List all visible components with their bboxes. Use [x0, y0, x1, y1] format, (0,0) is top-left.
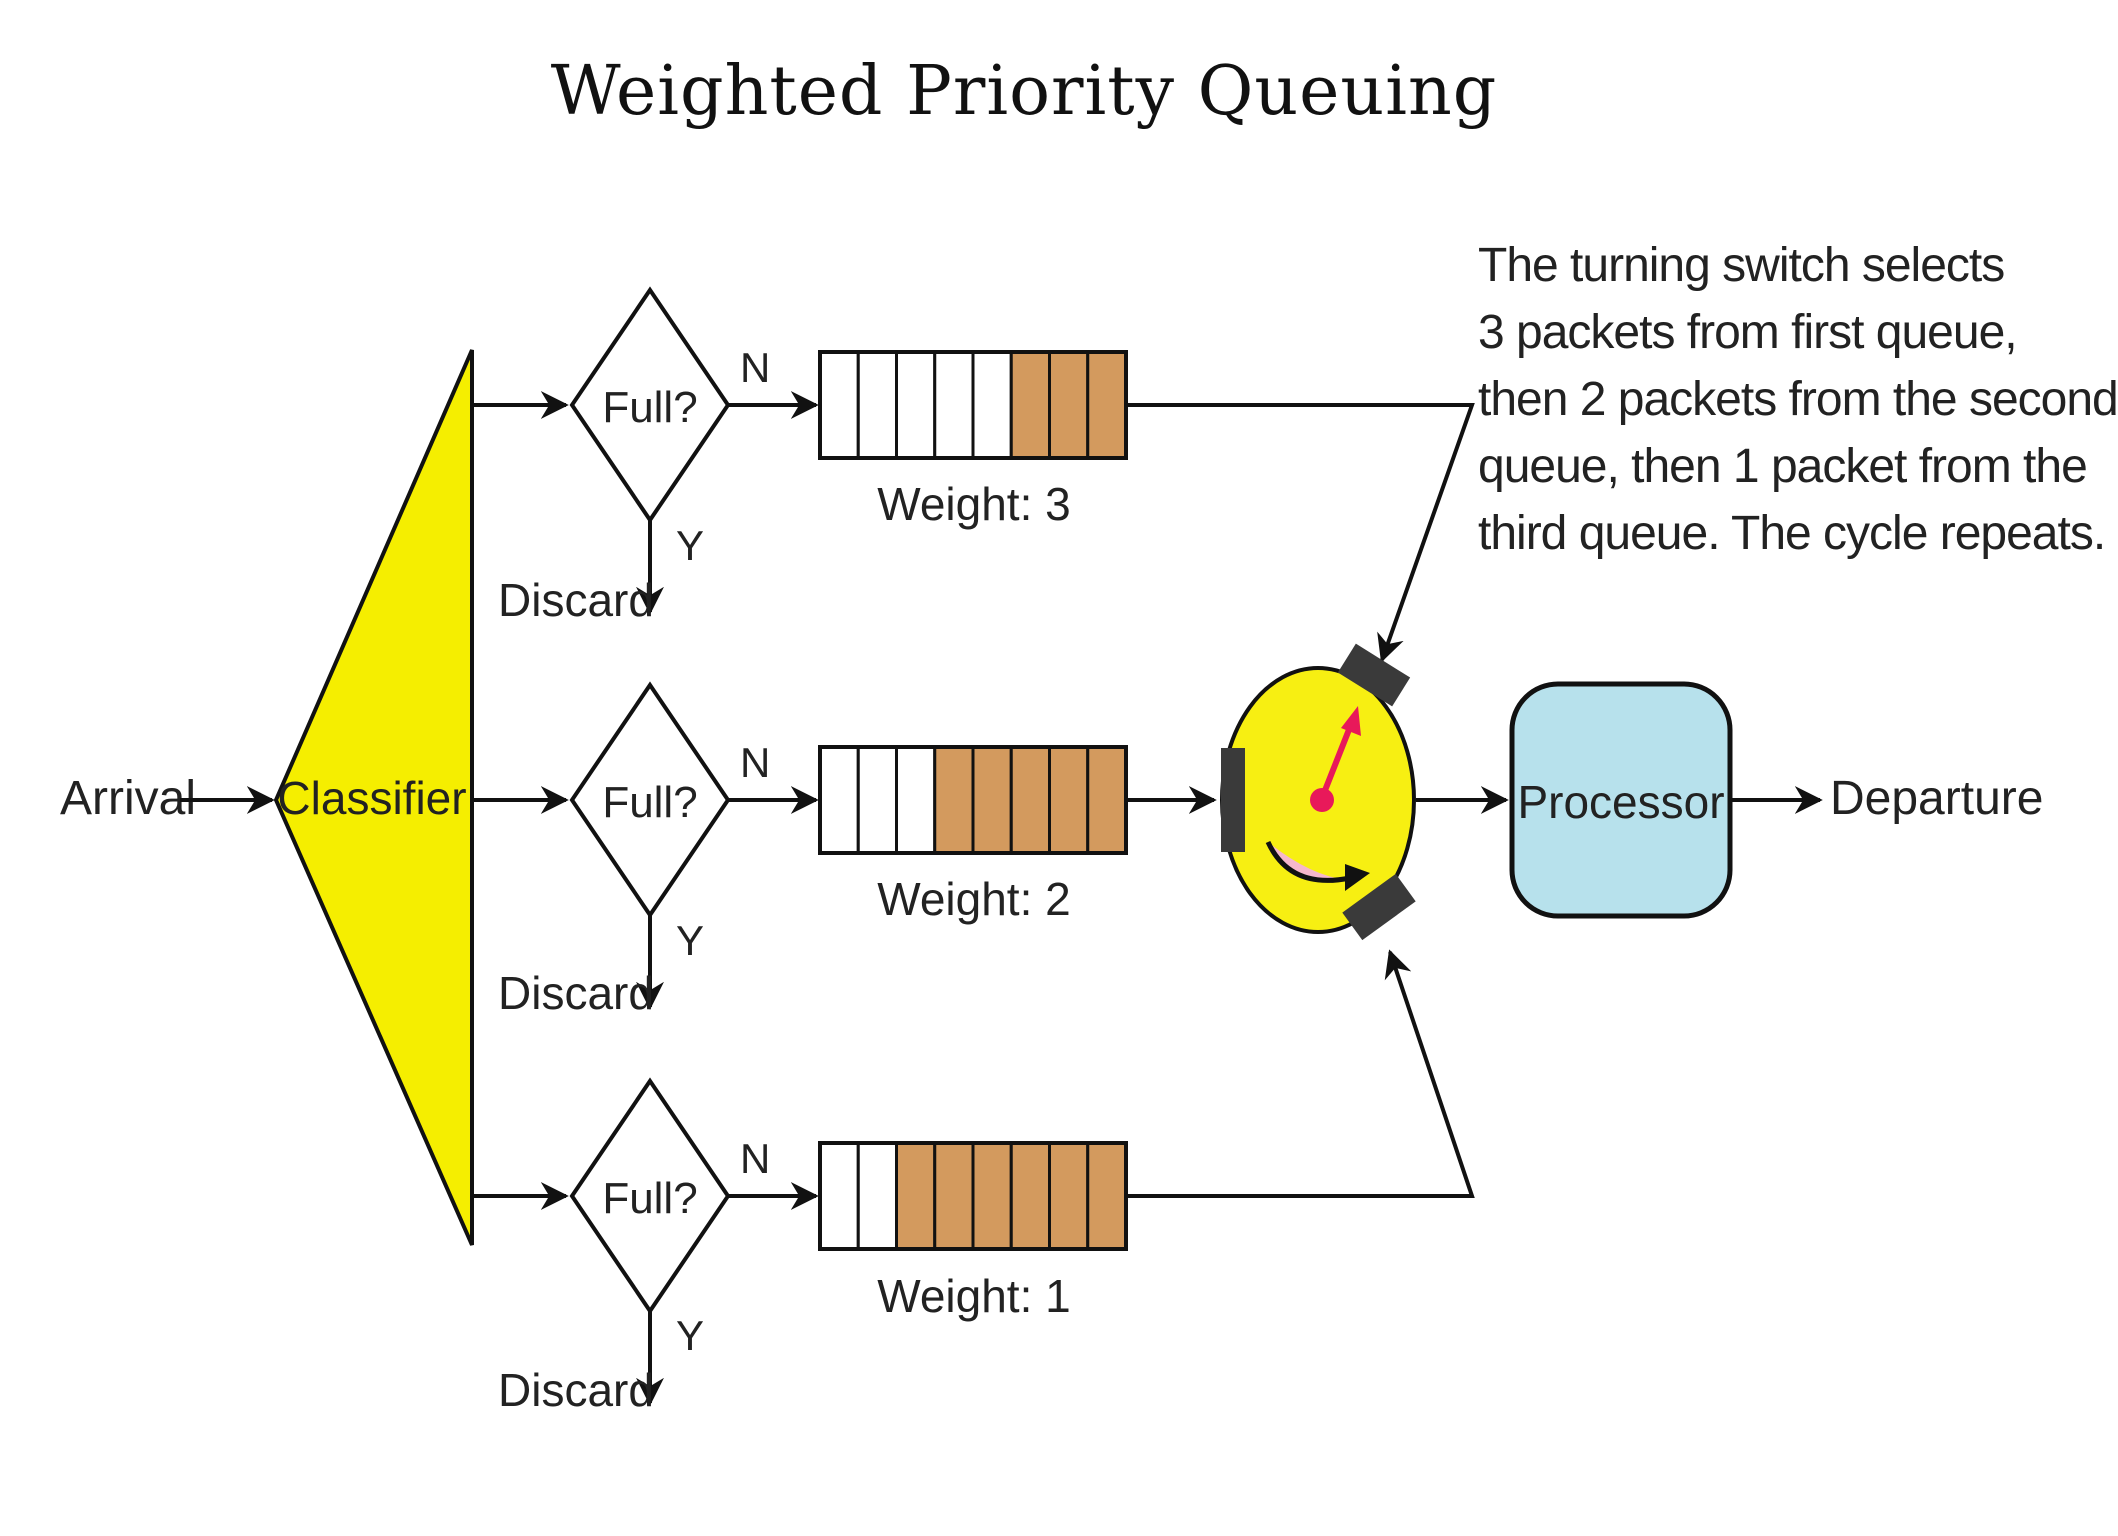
queue-buffer — [818, 745, 1128, 855]
queue-row-3: Full? N Y Discard Weight: 1 — [474, 949, 1475, 1416]
weight-label: Weight: 3 — [877, 478, 1070, 530]
queue-buffer — [818, 350, 1128, 460]
rotation-arrow — [1265, 840, 1351, 883]
switch-input-contact — [1221, 748, 1245, 852]
packet-slot-filled — [1009, 1141, 1051, 1251]
packet-slot-empty — [818, 350, 860, 460]
full-check-label: Full? — [602, 383, 697, 432]
switch-pivot — [1310, 788, 1334, 812]
packet-slot-filled — [1048, 1141, 1090, 1251]
packet-slot-empty — [856, 350, 898, 460]
classifier-label: Classifier — [277, 772, 466, 824]
rotation-arrow-head — [1345, 864, 1370, 891]
page-title: Weighted Priority Queuing — [550, 52, 1498, 131]
full-check-label: Full? — [602, 778, 697, 827]
departure-label: Departure — [1830, 772, 2043, 825]
classifier-shape — [273, 349, 474, 1246]
packet-slot-filled — [933, 745, 975, 855]
packet-slot-filled — [971, 745, 1013, 855]
weight-label: Weight: 2 — [877, 873, 1070, 925]
packet-slot-empty — [856, 745, 898, 855]
turning-switch — [1220, 643, 1416, 941]
queue-to-switch-line — [1128, 403, 1475, 663]
note-line: queue, then 1 packet from the — [1478, 440, 2088, 493]
queue-buffer — [818, 1141, 1128, 1251]
full-check-label: Full? — [602, 1174, 697, 1223]
note-line: The turning switch selects — [1478, 239, 2005, 292]
discard-label: Discard — [498, 574, 654, 626]
packet-slot-empty — [818, 1141, 860, 1251]
discard-label: Discard — [498, 1364, 654, 1416]
yes-label: Y — [676, 522, 704, 569]
no-label: N — [740, 344, 770, 391]
packet-slot-filled — [895, 1141, 937, 1251]
note-line: 3 packets from first queue, — [1478, 306, 2018, 359]
packet-slot-filled — [1009, 745, 1051, 855]
diagram-canvas: Weighted Priority Queuing Arrival Classi… — [60, 52, 2118, 1416]
yes-label: Y — [676, 1312, 704, 1359]
processor-label: Processor — [1517, 776, 1724, 828]
packet-slot-filled — [1086, 1141, 1128, 1251]
no-label: N — [740, 739, 770, 786]
packet-slot-filled — [1086, 350, 1128, 460]
packet-slot-filled — [1009, 350, 1051, 460]
note-line: third queue. The cycle repeats. — [1478, 507, 2106, 560]
switch-contact-bottom — [1342, 873, 1416, 941]
packet-slot-filled — [1048, 350, 1090, 460]
switch-pointer-head — [1341, 706, 1361, 736]
queue-to-switch-line — [1128, 949, 1475, 1198]
diagram-svg: Arrival Classifier Full? N Y Discard Wei… — [60, 286, 2043, 1416]
packet-slot-empty — [933, 350, 975, 460]
yes-label: Y — [676, 917, 704, 964]
queue-row-1: Full? N Y Discard Weight: 3 — [474, 286, 1475, 663]
no-label: N — [740, 1135, 770, 1182]
weight-label: Weight: 1 — [877, 1270, 1070, 1322]
switch-pointer — [1319, 720, 1355, 800]
discard-label: Discard — [498, 967, 654, 1019]
packet-slot-empty — [856, 1141, 898, 1251]
packet-slot-filled — [1086, 745, 1128, 855]
packet-slot-empty — [818, 745, 860, 855]
packet-slot-filled — [971, 1141, 1013, 1251]
switch-contact-top — [1337, 643, 1411, 707]
note-line: then 2 packets from the second — [1478, 373, 2118, 426]
queue-border — [818, 1141, 1128, 1251]
packet-slot-empty — [895, 745, 937, 855]
queue-row-2: Full? N Y Discard Weight: 2 — [474, 681, 1217, 1019]
queue-border — [818, 745, 1128, 855]
packet-slot-filled — [933, 1141, 975, 1251]
queue-border — [818, 350, 1128, 460]
arrival-label: Arrival — [60, 772, 196, 825]
packet-slot-filled — [1048, 745, 1090, 855]
switch-explanation-note: The turning switch selects 3 packets fro… — [1478, 232, 2118, 567]
packet-slot-empty — [971, 350, 1013, 460]
packet-slot-empty — [895, 350, 937, 460]
